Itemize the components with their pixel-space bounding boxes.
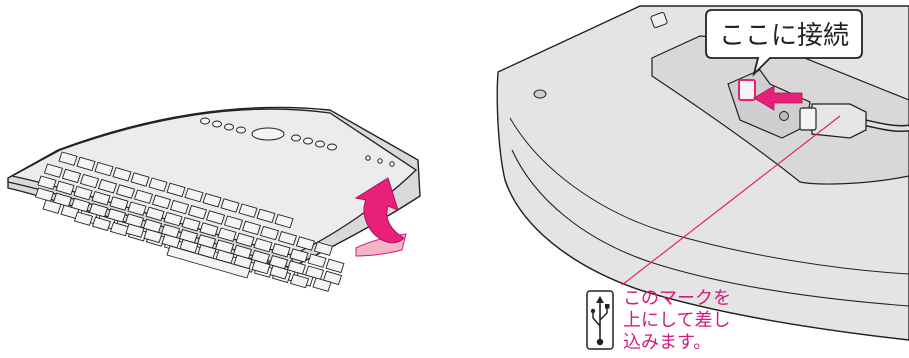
callout-label: ここに接続 [719, 21, 849, 51]
usb-port [739, 80, 755, 100]
usb-plug [812, 104, 866, 138]
note-line-2: 上にして差し [623, 310, 730, 331]
note-line-1: このマークを [623, 288, 731, 309]
screw-hole [780, 112, 789, 121]
note-line-3: 込みます。 [623, 332, 711, 353]
key [326, 259, 344, 272]
key [308, 254, 326, 267]
keyboard-front-illustration [8, 107, 420, 291]
usb-icon [587, 291, 613, 349]
